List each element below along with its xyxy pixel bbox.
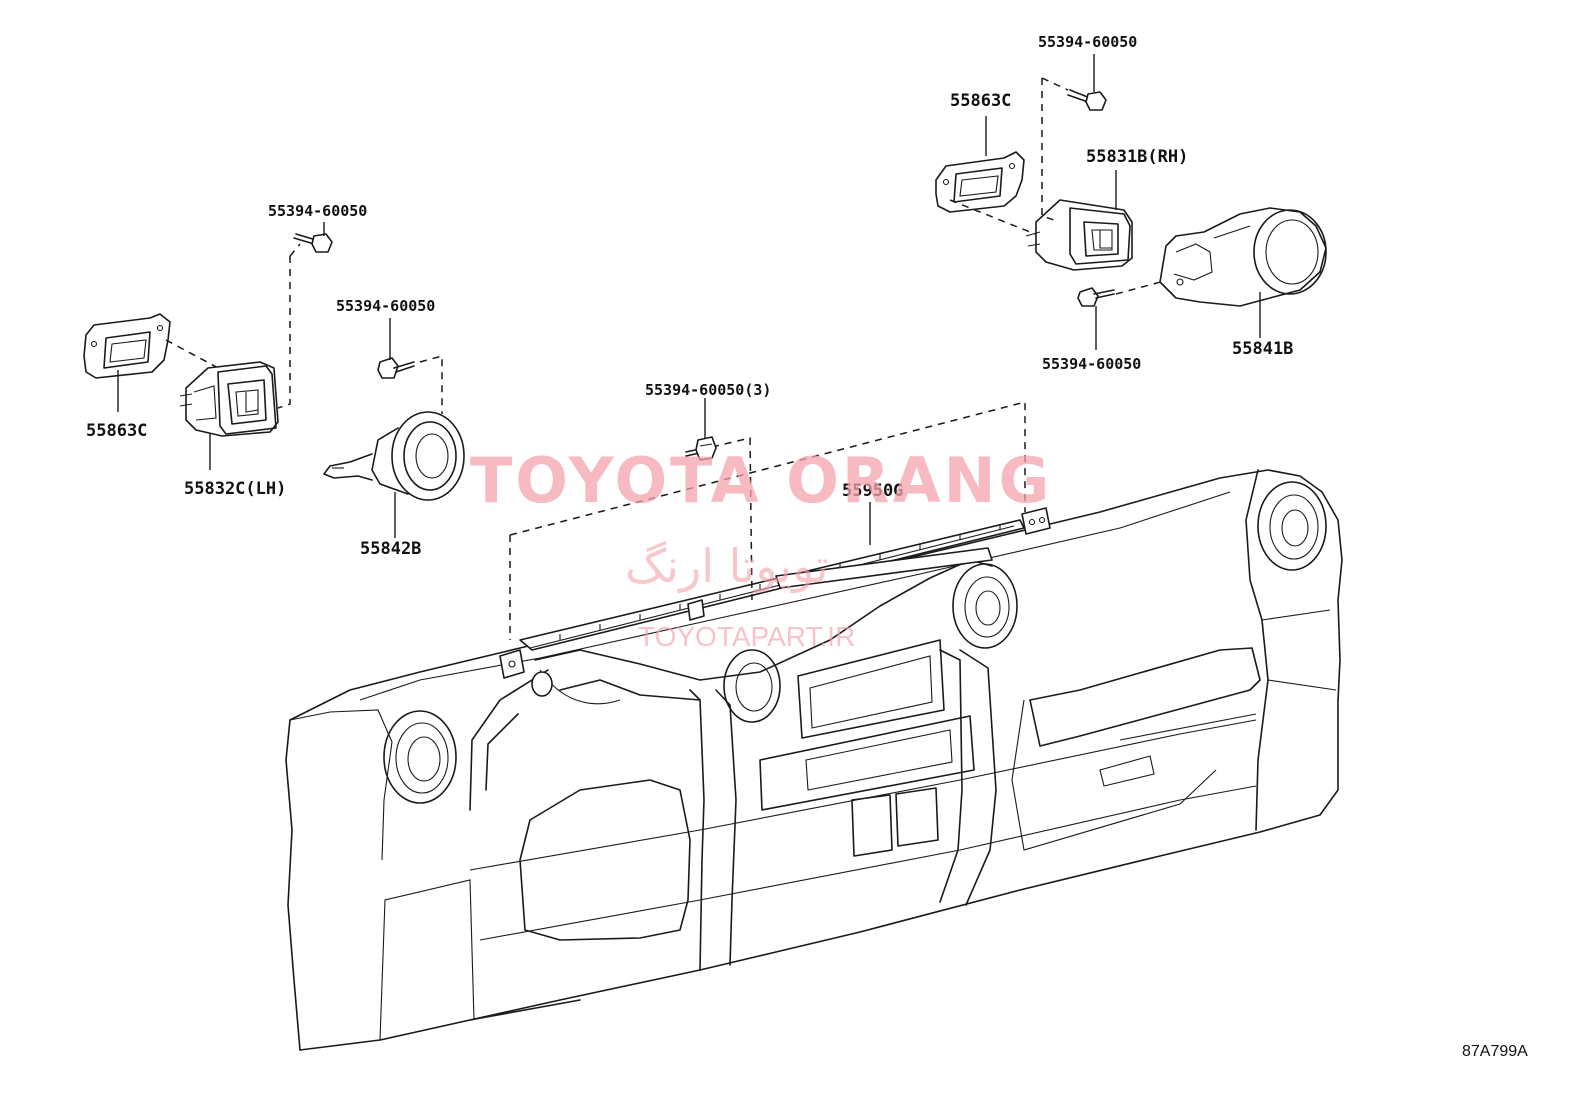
watermark-persian: تویوتا ارنگ — [625, 539, 829, 594]
register-cover-right — [935, 151, 1025, 213]
register-cover-left — [83, 313, 171, 379]
bolt-left-mid — [377, 357, 415, 379]
label-bolt-left-mid: 55394-60050 — [336, 297, 435, 315]
air-duct-left — [323, 411, 465, 501]
air-duct-right — [1159, 207, 1327, 307]
label-center-panel: 55950G — [842, 481, 903, 501]
instrument-panel-drawing — [285, 469, 1343, 1051]
center-panel-55950g — [499, 507, 1051, 705]
watermark-brand: TOYOTA ORANG — [470, 444, 1052, 517]
watermark-site: TOYOTAPART.IR — [638, 621, 855, 652]
label-bolt-center: 55394-60050(3) — [645, 381, 771, 399]
bolt-left-top — [293, 233, 333, 253]
label-duct-right: 55841B — [1232, 339, 1293, 359]
label-register-cover-left: 55863C — [86, 421, 147, 441]
bolt-right-top — [1067, 89, 1107, 111]
bolt-right-lower — [1077, 287, 1115, 307]
label-bolt-top-right: 55394-60050 — [1038, 33, 1137, 51]
diagram-reference-code: 87A799A — [1462, 1043, 1528, 1060]
register-right — [1025, 199, 1133, 271]
register-left — [179, 361, 279, 437]
bolt-center — [685, 436, 717, 461]
label-register-left: 55832C(LH) — [184, 479, 286, 499]
label-duct-left: 55842B — [360, 539, 421, 559]
label-bolt-left-top: 55394-60050 — [268, 202, 367, 220]
label-bolt-right-lower: 55394-60050 — [1042, 355, 1141, 373]
label-register-cover-right: 55863C — [950, 91, 1011, 111]
label-register-right: 55831B(RH) — [1086, 147, 1188, 167]
watermark: TOYOTA ORANG تویوتا ارنگ TOYOTAPART.IR — [470, 444, 1052, 652]
